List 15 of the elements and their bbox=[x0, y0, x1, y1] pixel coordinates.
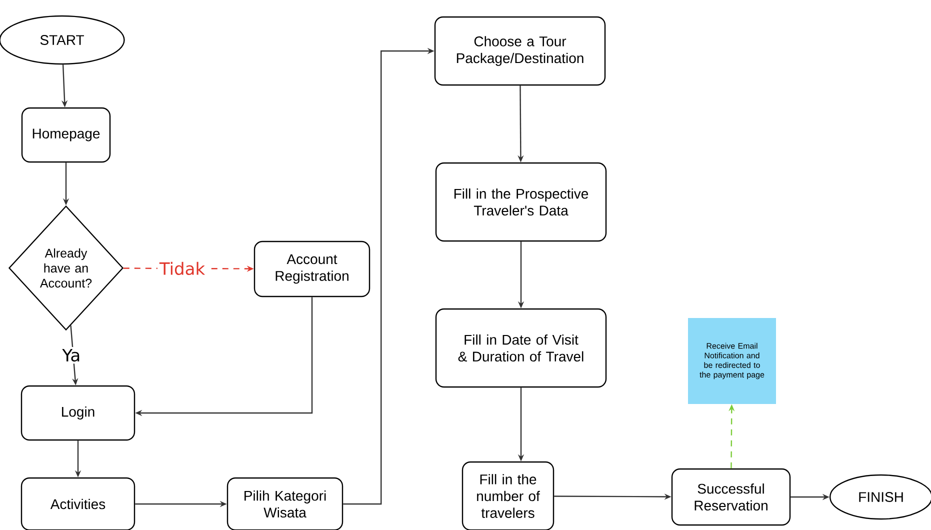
process-box: Login bbox=[20, 385, 136, 441]
edge-label: Ya bbox=[60, 346, 83, 364]
start-terminal: START bbox=[0, 15, 125, 65]
process-box: Account Registration bbox=[254, 240, 370, 298]
edge-label: Tidak bbox=[157, 260, 208, 278]
process-box: Fill in Date of Visit & Duration of Travel bbox=[435, 308, 607, 388]
process-box: Fill in the Prospective Traveler's Data bbox=[435, 162, 607, 242]
process-box: Homepage bbox=[21, 107, 111, 163]
process-box: Fill in the number of travelers bbox=[462, 461, 554, 530]
process-box: Pilih Kategori Wisata bbox=[226, 477, 344, 530]
process-box: Choose a Tour Package/Destination bbox=[434, 16, 606, 86]
process-box: Successful Reservation bbox=[671, 468, 791, 526]
finish-terminal: FINISH bbox=[830, 474, 931, 520]
process-box: Activities bbox=[20, 477, 136, 530]
sticky-note: Receive Email Notification and be redirected to the payment page bbox=[688, 318, 776, 404]
